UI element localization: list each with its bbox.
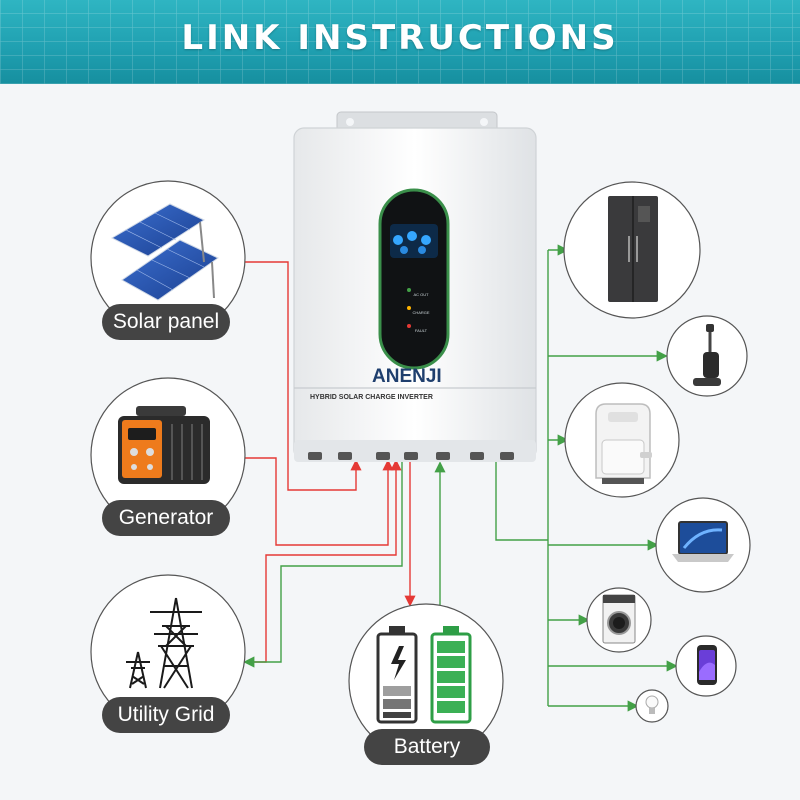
solar-panel-icon (110, 203, 219, 301)
solar-panel-label: Solar panel (102, 304, 230, 340)
air-fryer-icon (595, 403, 652, 484)
load-bulb (635, 689, 669, 723)
utility-grid-label: Utility Grid (102, 697, 230, 733)
battery-node (348, 603, 504, 759)
grid-output-line (243, 462, 403, 668)
indicator-charge-label: CHARGE (412, 310, 430, 315)
banner: LINK INSTRUCTIONS (0, 0, 800, 84)
load-trunk-line (495, 462, 548, 541)
source-grid (90, 574, 246, 730)
solar-line (242, 261, 362, 491)
load-refrigerator (563, 181, 701, 319)
generator-label: Generator (102, 500, 230, 536)
generator-line (242, 457, 394, 546)
load-airfryer (564, 382, 680, 498)
battery-label: Battery (364, 729, 490, 765)
inverter-brand-logo: ANENJI (372, 366, 442, 387)
banner-title: LINK INSTRUCTIONS (181, 18, 619, 58)
load-laptop (655, 497, 751, 593)
power-tower-icon (126, 597, 202, 689)
battery-icon (376, 626, 472, 724)
generator-icon (118, 406, 210, 484)
indicator-ac-out-label: AC OUT (413, 292, 429, 297)
load-phone (675, 635, 737, 697)
load-vacuum (666, 315, 748, 397)
source-solar (90, 180, 246, 336)
washing-machine-icon (602, 594, 636, 644)
output-lines (243, 244, 678, 712)
source-generator (90, 377, 246, 533)
inverter-model-text: HYBRID SOLAR CHARGE INVERTER (310, 394, 433, 401)
lcd-display (390, 224, 438, 258)
input-lines (242, 261, 416, 663)
smartphone-icon (697, 645, 717, 685)
refrigerator-icon (608, 196, 658, 302)
vacuum-cleaner-icon (693, 324, 721, 386)
load-washer (586, 587, 652, 653)
indicator-fault-label: FAULT (414, 328, 428, 333)
banner-solar-grid-pattern (0, 0, 800, 84)
inverter-unit (293, 111, 537, 462)
laptop-icon (672, 521, 734, 562)
status-indicators (407, 288, 411, 328)
light-bulb-icon (645, 695, 659, 714)
